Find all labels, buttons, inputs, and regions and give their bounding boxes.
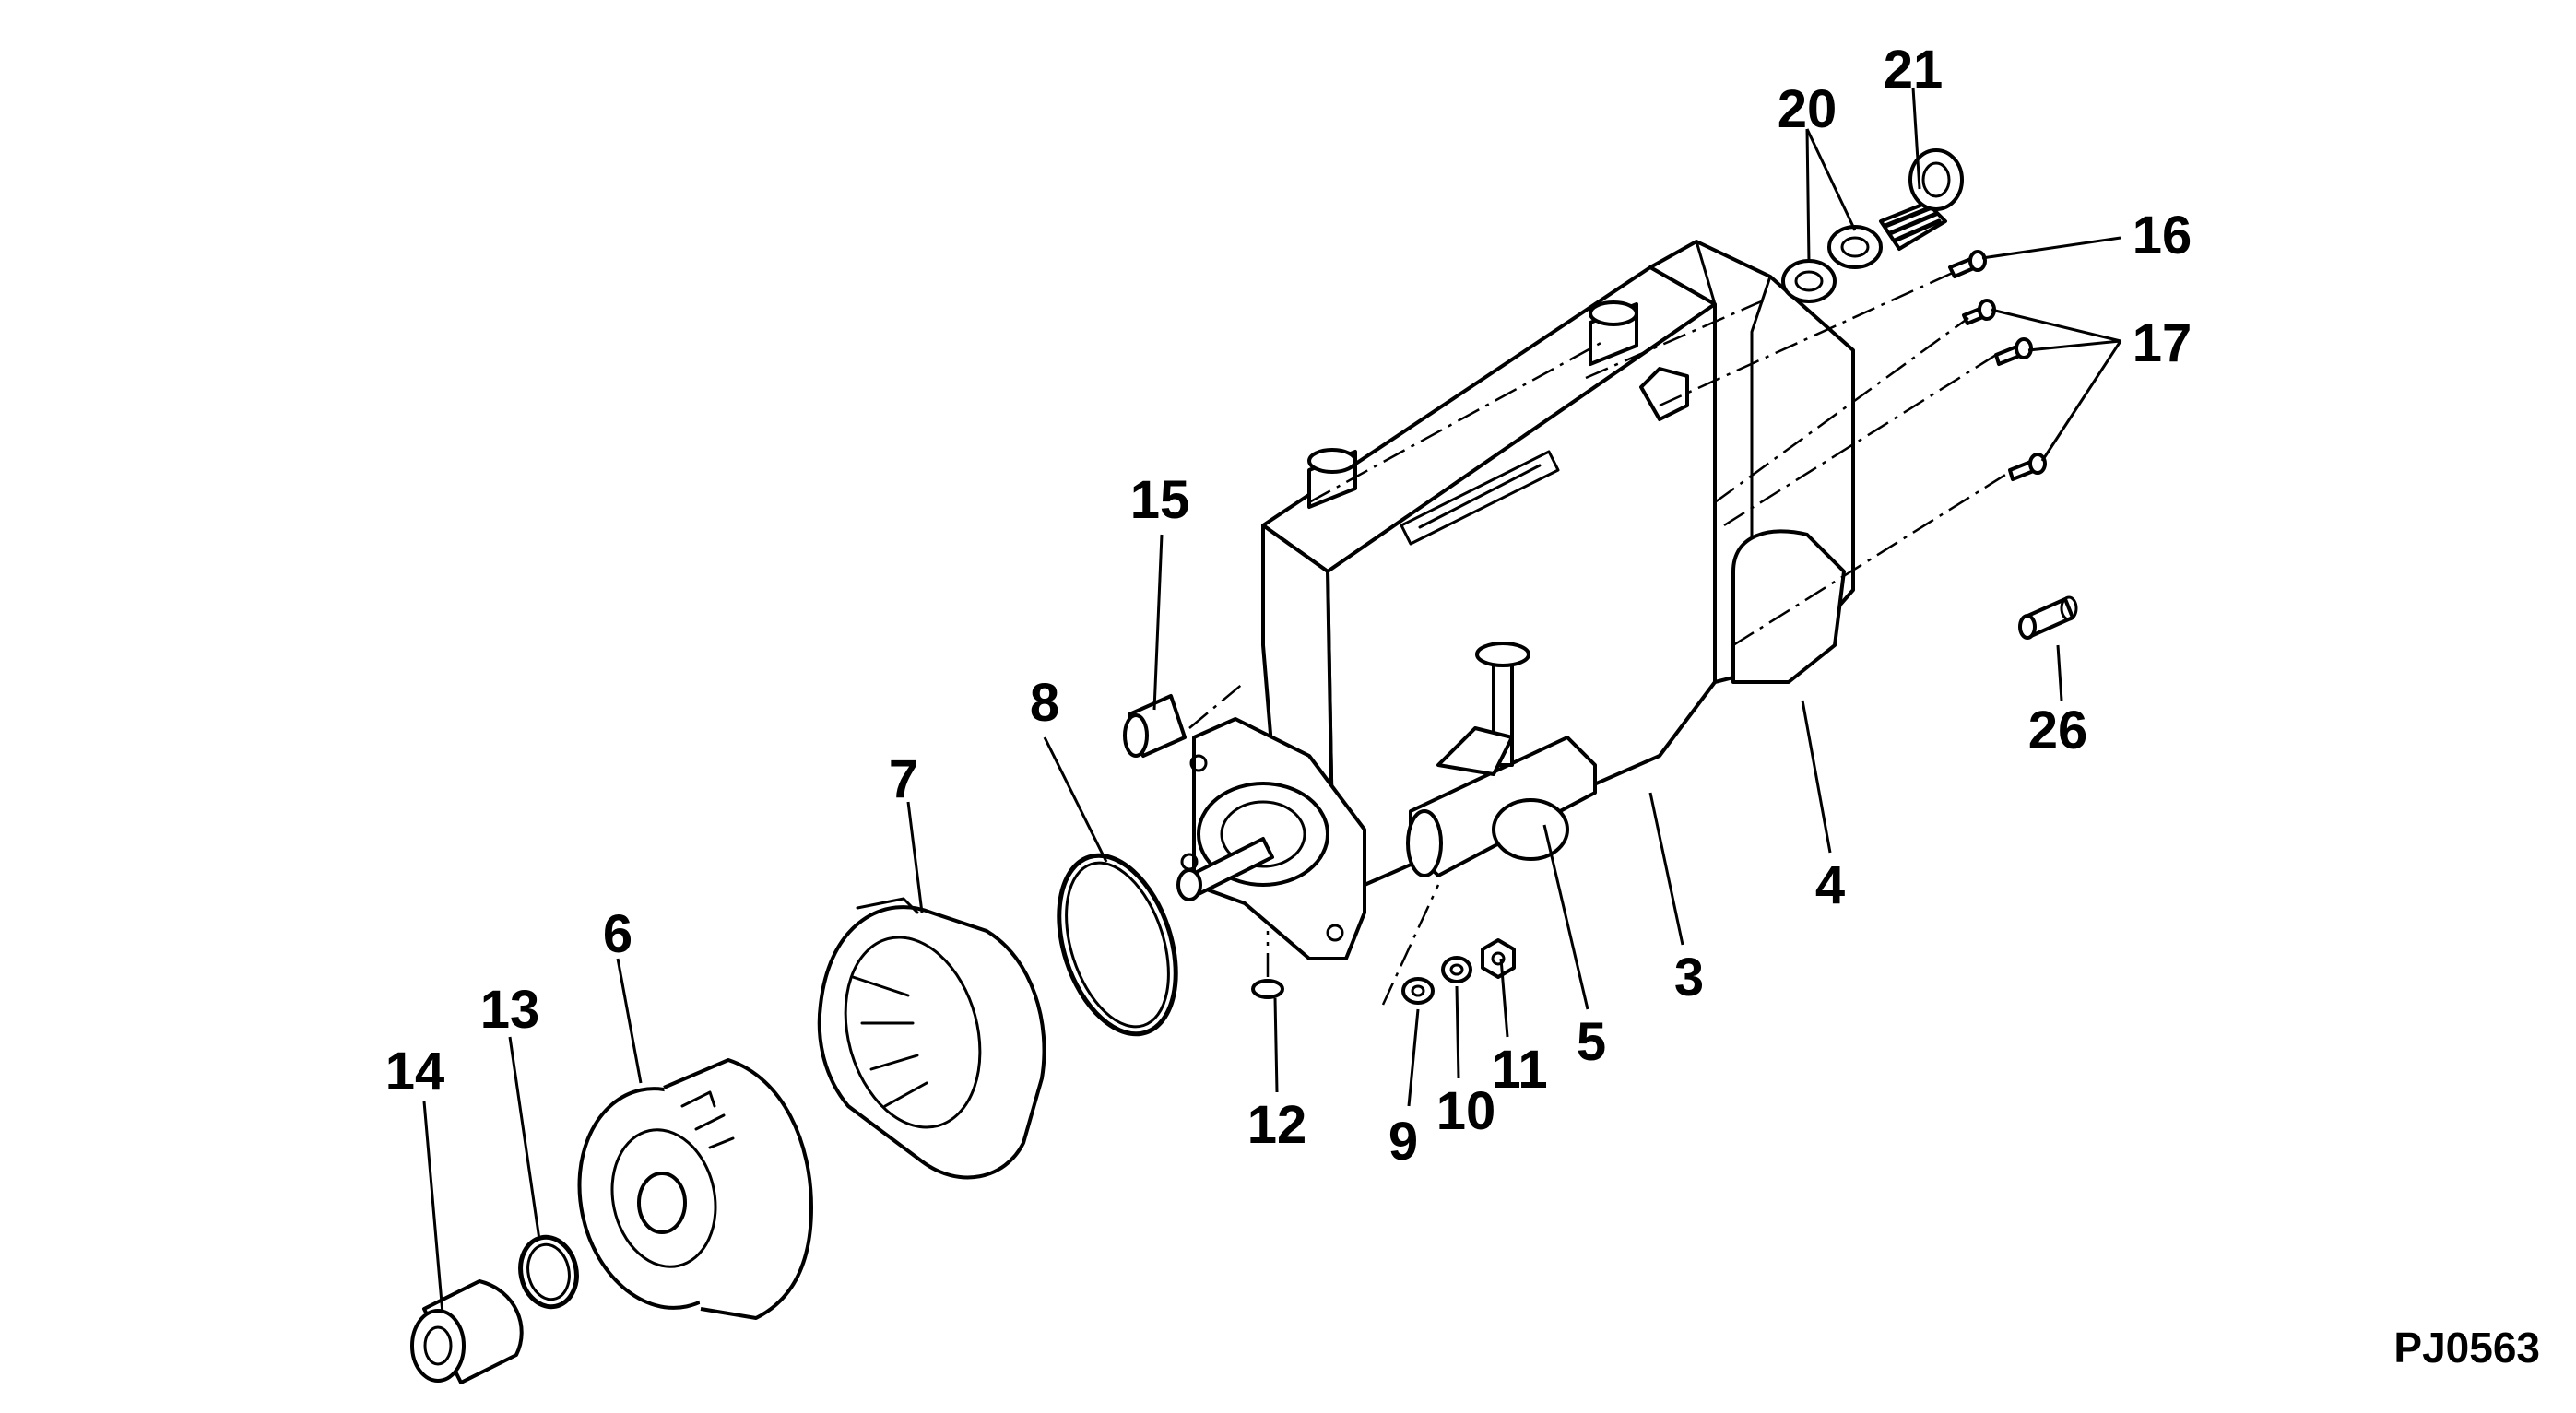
key-part-12 — [1251, 979, 1284, 999]
callouts: 21 20 16 17 15 26 8 7 4 6 3 13 14 5 11 1… — [385, 40, 2192, 1172]
figure-id: PJ0563 — [2393, 1324, 2540, 1372]
nut-part-11 — [1481, 938, 1516, 979]
callout-3: 3 — [1674, 948, 1704, 1007]
callout-13: 13 — [480, 980, 540, 1040]
callout-12: 12 — [1247, 1095, 1307, 1155]
callout-14: 14 — [385, 1042, 445, 1101]
callout-15: 15 — [1130, 470, 1190, 530]
callout-26: 26 — [2028, 701, 2088, 760]
assembly-centerlines — [1188, 270, 2011, 1006]
screws-parts-16-17 — [1948, 250, 2047, 481]
callout-10: 10 — [1436, 1081, 1496, 1141]
callout-16: 16 — [2133, 206, 2192, 265]
callout-21: 21 — [1884, 40, 1944, 100]
callout-17: 17 — [2133, 313, 2192, 373]
gear-part-6 — [577, 1058, 813, 1320]
banjo-bolt-part-21 — [1879, 148, 1964, 251]
o-ring-part-8 — [1057, 853, 1178, 1037]
sleeve-part-26 — [2018, 595, 2078, 640]
callout-7: 7 — [889, 749, 918, 809]
callout-8: 8 — [1030, 673, 1059, 733]
callout-11: 11 — [1491, 1040, 1547, 1100]
callout-9: 9 — [1388, 1112, 1418, 1172]
callout-6: 6 — [603, 904, 632, 964]
callout-4: 4 — [1815, 855, 1845, 915]
drive-flange — [1176, 717, 1366, 960]
sealing-washers-part-20 — [1781, 225, 1883, 303]
callout-5: 5 — [1577, 1012, 1606, 1072]
washer-part-9 — [1401, 977, 1435, 1005]
spring-washer-part-10 — [1441, 956, 1472, 983]
circlip-part-13 — [518, 1234, 579, 1310]
callout-20: 20 — [1778, 79, 1837, 139]
plug-part-15 — [1123, 694, 1187, 758]
nut-part-14 — [410, 1279, 524, 1384]
housing-part-7 — [817, 897, 1046, 1180]
leader-lines — [422, 87, 2122, 1314]
